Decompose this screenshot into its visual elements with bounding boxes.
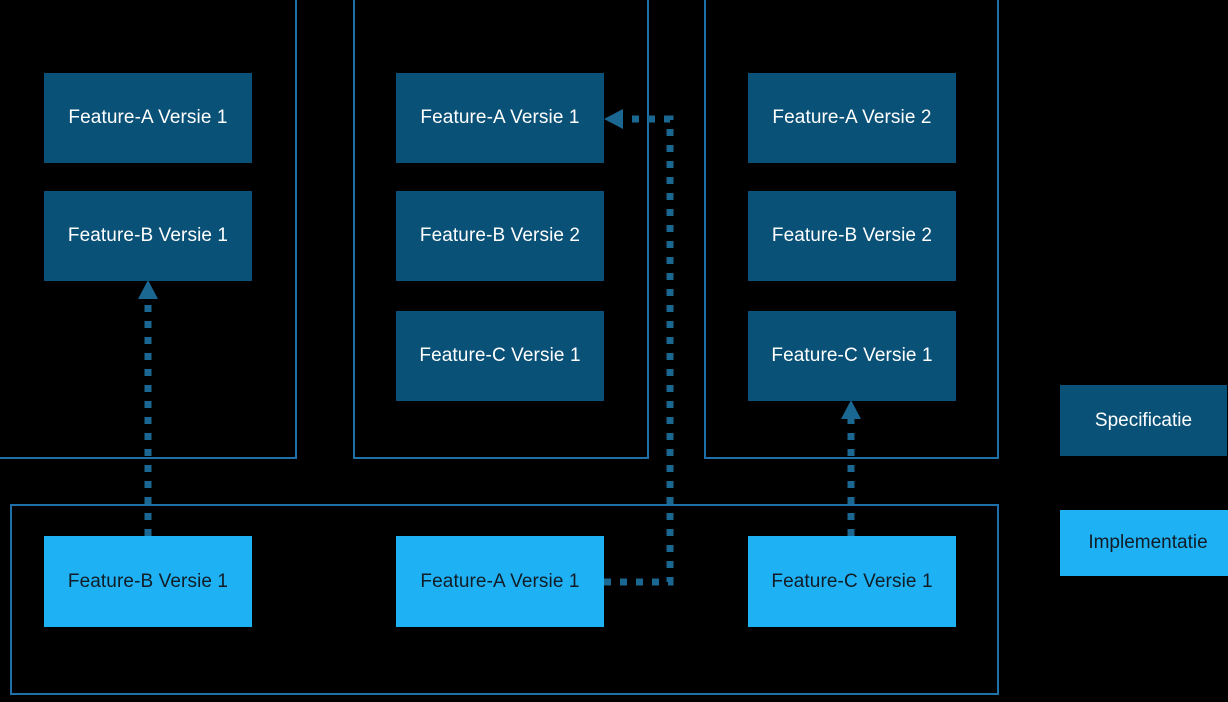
node-label: Feature-A Versie 1 <box>420 570 580 592</box>
node-label: Feature-B Versie 2 <box>419 225 581 246</box>
spec-node-feature-b-versie-2-right[interactable]: Feature-B Versie 2 <box>748 191 956 281</box>
impl-node-feature-a-versie-1[interactable]: Feature-A Versie 1 <box>396 536 604 627</box>
legend-label: Specificatie <box>1094 409 1193 431</box>
impl-node-feature-b-versie-1[interactable]: Feature-B Versie 1 <box>44 536 252 627</box>
node-label: Feature-C Versie 1 <box>771 570 933 592</box>
spec-node-feature-b-versie-1-left[interactable]: Feature-B Versie 1 <box>44 191 252 281</box>
impl-node-feature-c-versie-1[interactable]: Feature-C Versie 1 <box>748 536 956 627</box>
spec-node-feature-b-versie-2-middle[interactable]: Feature-B Versie 2 <box>396 191 604 281</box>
spec-node-feature-a-versie-1-left[interactable]: Feature-A Versie 1 <box>44 73 252 163</box>
implementation-group <box>10 504 999 695</box>
spec-node-feature-c-versie-1-right[interactable]: Feature-C Versie 1 <box>748 311 956 401</box>
node-label: Feature-B Versie 1 <box>67 570 229 592</box>
node-label: Feature-C Versie 1 <box>771 345 933 366</box>
spec-node-feature-a-versie-2-right[interactable]: Feature-A Versie 2 <box>748 73 956 163</box>
node-label: Feature-A Versie 1 <box>68 107 228 128</box>
node-label: Feature-A Versie 2 <box>772 107 932 128</box>
legend-specification[interactable]: Specificatie <box>1060 385 1227 456</box>
spec-node-feature-c-versie-1-middle[interactable]: Feature-C Versie 1 <box>396 311 604 401</box>
node-label: Feature-B Versie 2 <box>771 225 933 246</box>
node-label: Feature-B Versie 1 <box>67 225 229 246</box>
legend-implementation[interactable]: Implementatie <box>1060 510 1228 576</box>
node-label: Feature-A Versie 1 <box>420 107 580 128</box>
spec-node-feature-a-versie-1-middle[interactable]: Feature-A Versie 1 <box>396 73 604 163</box>
legend-label: Implementatie <box>1088 532 1208 553</box>
node-label: Feature-C Versie 1 <box>419 345 581 366</box>
